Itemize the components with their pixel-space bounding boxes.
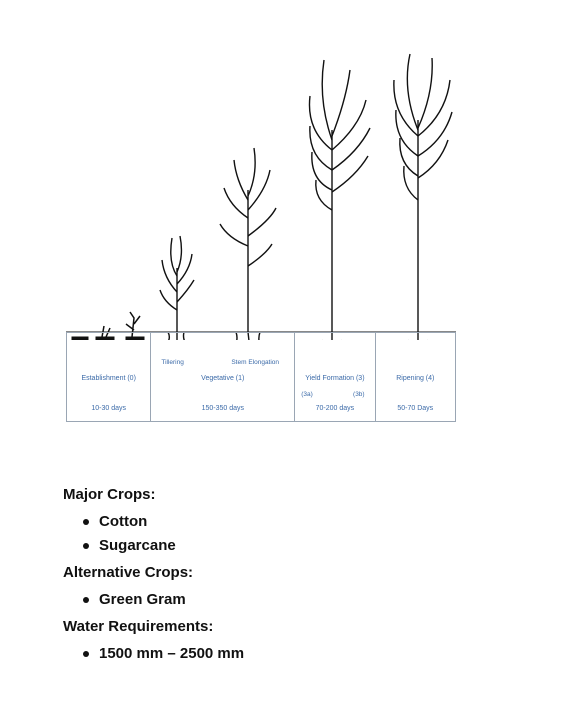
phase-label-tillering: Tillering — [161, 359, 184, 366]
yield-formation-plant-icon — [308, 59, 371, 340]
stage-cell-ripening: Ripening (4) 50-70 Days — [374, 332, 457, 422]
list-item: Cotton — [83, 510, 523, 534]
stem-elongation-plant-icon — [219, 147, 277, 340]
tillering-plant-icon — [159, 235, 195, 340]
plant-illustration — [66, 53, 456, 340]
stage-days: 10-30 days — [91, 405, 126, 412]
major-crops-heading: Major Crops: — [63, 486, 156, 503]
water-requirements-list: 1500 mm – 2500 mm — [63, 642, 523, 666]
stage-days: 50-70 Days — [397, 405, 434, 412]
stage-cell-vegetative: Tillering Stem Elongation Vegetative (1)… — [150, 332, 296, 422]
alternative-crops-list: Green Gram — [63, 588, 523, 612]
stage-name: Vegetative (1) — [201, 375, 245, 382]
stage-days: 70-200 days — [315, 405, 355, 412]
stage-name: Establishment (0) — [81, 375, 136, 382]
list-item: Green Gram — [83, 588, 523, 612]
stage-cell-yield-formation: Yield Formation (3) (3a) (3b) 70-200 day… — [294, 332, 376, 422]
sub-phase-3b: (3b) — [353, 391, 365, 398]
sub-phase-3a: (3a) — [301, 391, 313, 398]
phase-label-stem-elongation: Stem Elongation — [231, 359, 280, 366]
crop-info-section: Major Crops: Cotton Sugarcane Alternativ… — [63, 486, 523, 672]
list-item: Sugarcane — [83, 534, 523, 558]
alternative-crops-heading: Alternative Crops: — [63, 564, 194, 581]
ripening-plant-icon — [393, 53, 453, 340]
sugarcane-growth-stages-figure: Establishment (0) 10-30 days Tillering S… — [60, 40, 460, 430]
stage-name: Yield Formation (3) — [305, 375, 365, 382]
stage-name: Ripening (4) — [396, 375, 435, 382]
stage-days: 150-350 days — [201, 405, 244, 412]
list-item: 1500 mm – 2500 mm — [83, 642, 523, 666]
major-crops-list: Cotton Sugarcane — [63, 510, 523, 558]
water-requirements-heading: Water Requirements: — [63, 618, 214, 635]
stage-cell-establishment: Establishment (0) 10-30 days — [65, 332, 152, 422]
growth-stage-table: Establishment (0) 10-30 days Tillering S… — [65, 332, 457, 422]
